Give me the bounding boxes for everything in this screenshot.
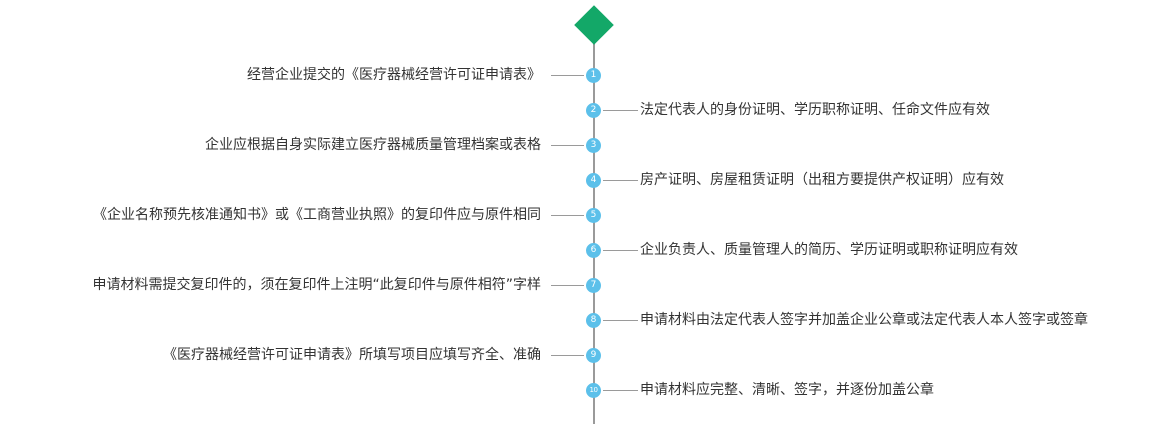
step-1-node: 1	[586, 68, 601, 83]
step-1-label: 经营企业提交的《医疗器械经营许可证申请表》	[247, 67, 541, 83]
step-6-label: 企业负责人、质量管理人的简历、学历证明或职称证明应有效	[640, 242, 1018, 258]
step-9-label: 《医疗器械经营许可证申请表》所填写项目应填写齐全、准确	[163, 347, 541, 363]
step-8-connector	[603, 320, 638, 321]
step-8-node: 8	[586, 313, 601, 328]
step-10-connector	[603, 390, 638, 391]
step-5-label: 《企业名称预先核准通知书》或《工商营业执照》的复印件应与原件相同	[93, 207, 541, 223]
step-3-connector	[551, 145, 584, 146]
step-4-connector	[603, 180, 638, 181]
step-10-label: 申请材料应完整、清晰、签字，并逐份加盖公章	[640, 382, 934, 398]
step-6-node: 6	[586, 243, 601, 258]
step-10-node: 10	[586, 383, 601, 398]
step-2-label: 法定代表人的身份证明、学历职称证明、任命文件应有效	[640, 102, 990, 118]
step-9-connector	[551, 355, 584, 356]
step-8-label: 申请材料由法定代表人签字并加盖企业公章或法定代表人本人签字或签章	[640, 312, 1088, 328]
step-3-node: 3	[586, 138, 601, 153]
step-9-node: 9	[586, 348, 601, 363]
step-5-connector	[551, 215, 584, 216]
step-7-node: 7	[586, 278, 601, 293]
step-2-connector	[603, 110, 638, 111]
step-4-node: 4	[586, 173, 601, 188]
step-5-node: 5	[586, 208, 601, 223]
step-7-connector	[551, 285, 584, 286]
step-1-connector	[551, 75, 584, 76]
timeline-axis	[593, 36, 595, 424]
step-3-label: 企业应根据自身实际建立医疗器械质量管理档案或表格	[205, 137, 541, 153]
step-7-label: 申请材料需提交复印件的，须在复印件上注明“此复印件与原件相符”字样	[92, 277, 541, 293]
start-diamond-icon	[574, 5, 614, 45]
step-2-node: 2	[586, 103, 601, 118]
step-6-connector	[603, 250, 638, 251]
step-4-label: 房产证明、房屋租赁证明（出租方要提供产权证明）应有效	[640, 172, 1004, 188]
